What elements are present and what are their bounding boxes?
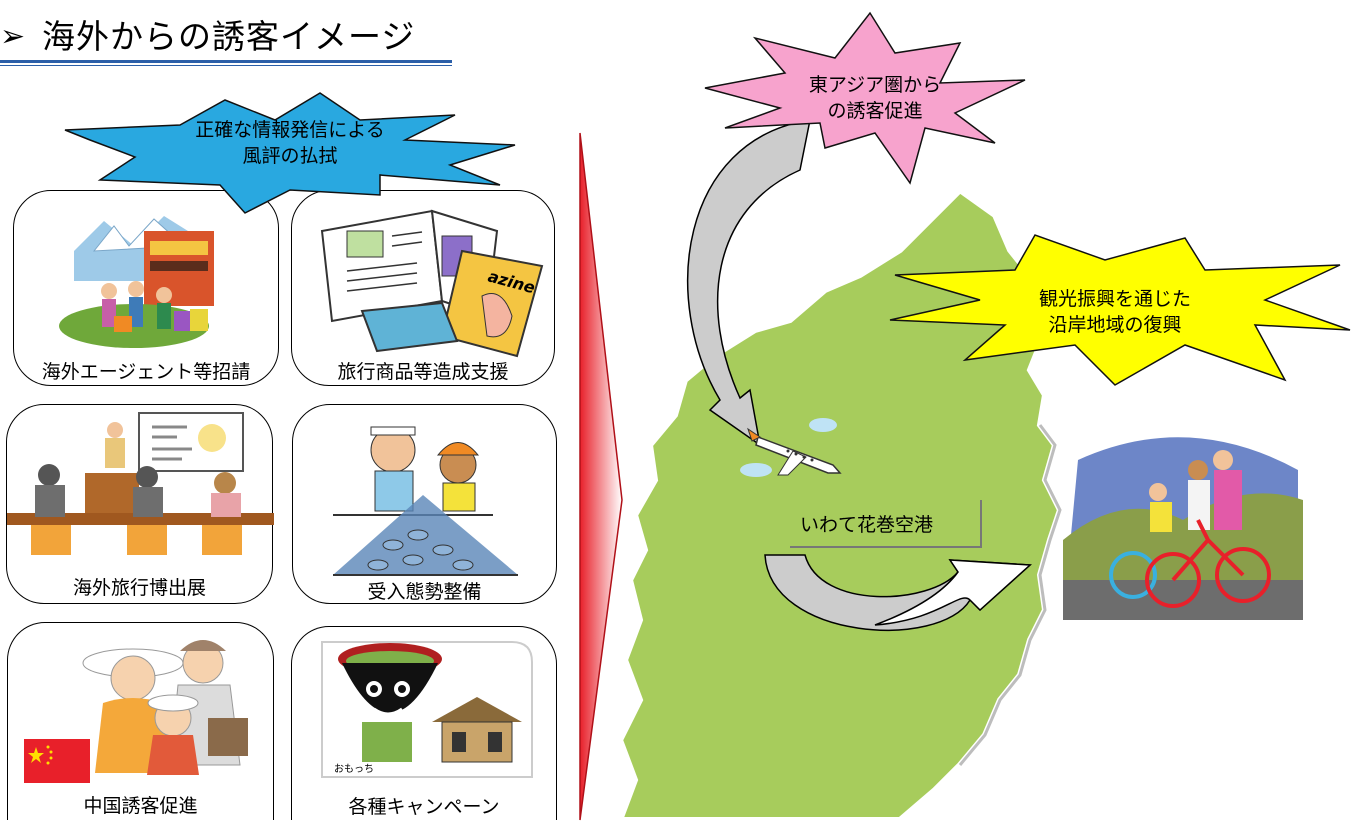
title-underline [0,60,452,63]
burst-left [64,92,516,214]
card-campaign: おもっち 各種キャンペーン [291,626,557,820]
card-china: 中国誘客促進 [7,622,274,820]
cyclists-illustration [1063,437,1303,620]
divider-wedge [579,132,623,821]
card-travel-products: azine 旅行商品等造成支援 [291,190,555,386]
burst-pink-text: 東アジア圏からの誘客促進 [808,74,942,122]
train-travelers-illustration [59,216,214,348]
section-title: ➢ 海外からの誘客イメージ [0,14,460,66]
svg-text:おもっち: おもっち [334,763,374,775]
card-caption: 旅行商品等造成支援 [337,361,509,383]
curved-arrow-up [687,119,811,447]
card-caption: 中国誘客促進 [83,795,198,817]
title-underline-thin [0,65,452,66]
burst-yellow [889,234,1351,386]
card-overseas-agents: 海外エージェント等招請 [13,190,279,386]
magazine-illustration: azine [320,209,544,358]
burst-pink [704,11,1026,185]
airport-label-box: いわて花巻空港 [790,500,982,548]
card-travel-expo: 海外旅行博出展 [6,404,274,604]
presentation-illustration [7,412,274,555]
airplane-icon [740,418,842,477]
page-title: 海外からの誘客イメージ [42,17,416,56]
airport-label: いわて花巻空港 [800,514,934,536]
bullet-arrow-icon: ➢ [0,19,26,54]
card-caption: 海外エージェント等招請 [41,361,251,383]
china-flag-icon [24,739,90,783]
mascot-illustration: おもっち [321,641,533,778]
fishermen-illustration [333,426,518,576]
card-reception: 受入態勢整備 [292,404,557,604]
card-caption: 海外旅行博出展 [72,577,206,599]
family-illustration [24,640,248,783]
burst-left-text: 正確な情報発信による風評の払拭 [195,119,385,167]
card-caption: 各種キャンペーン [348,796,500,818]
flow-arrows [687,119,1032,631]
card-caption: 受入態勢整備 [367,581,482,603]
burst-yellow-text: 観光振興を通じた沿岸地域の復興 [1038,288,1191,336]
